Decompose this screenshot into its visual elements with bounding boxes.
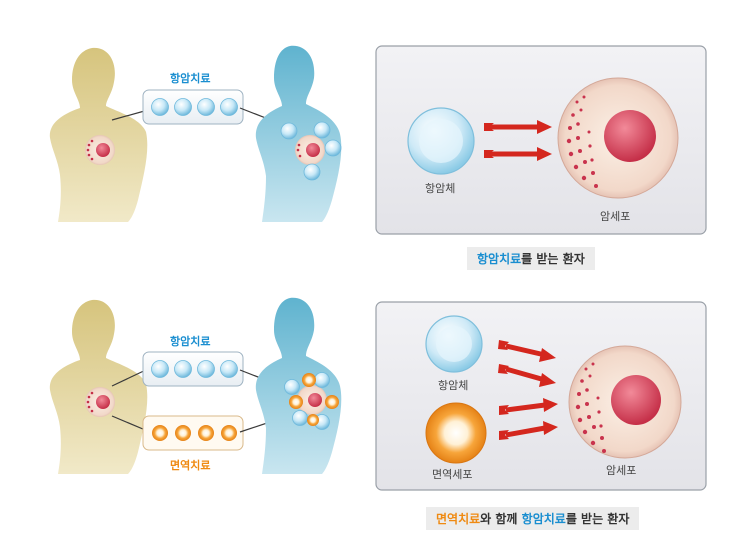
cancer-cell-label-2: 암세포: [606, 464, 637, 477]
immune-label: 면역치료: [170, 459, 211, 472]
patient-silhouette-yellow-2: [49, 299, 148, 474]
antibody-dots-2: [151, 360, 238, 378]
antibody-dots: [151, 98, 238, 116]
patient-silhouette-blue: [255, 45, 342, 222]
tumor-with-antibodies: [280, 121, 342, 181]
cancer-cell: [557, 77, 679, 199]
caption-highlight-immune: 면역치료: [436, 512, 481, 526]
immune-drug-box: [142, 415, 244, 451]
caption-text: 를 받는 환자: [521, 252, 585, 266]
caption-highlight: 항암치료: [477, 252, 522, 266]
cancer-cell-2: [568, 345, 682, 459]
antibody-label-2: 항암체: [438, 379, 469, 392]
caption-highlight-chemo: 항암치료: [521, 512, 566, 526]
antibody-cell-2: [425, 315, 483, 373]
caption-combined-patient: 면역치료와 함께 항암치료를 받는 환자: [426, 507, 640, 530]
antibody-label: 항암체: [425, 182, 456, 195]
chemo-drug-box-2: [142, 351, 244, 387]
attack-arrows: [484, 120, 552, 161]
tumor-with-antibodies-and-immune-cells: [284, 372, 339, 430]
patient-silhouette-yellow: [49, 47, 148, 222]
immune-cell: [425, 402, 487, 464]
chemo-drug-box: [142, 89, 244, 125]
caption-chemo-patient: 항암치료를 받는 환자: [467, 247, 595, 270]
tumor-mark: [85, 135, 115, 165]
immune-cell-label: 면역세포: [432, 468, 473, 481]
caption-middle: 와 함께: [480, 512, 522, 526]
tumor-mark-2: [85, 387, 115, 417]
chemo-label-2: 항암치료: [170, 335, 211, 348]
attack-arrows-2: [498, 340, 558, 440]
cancer-cell-label: 암세포: [600, 210, 631, 223]
antibody-cell: [407, 107, 475, 175]
chemo-label: 항암치료: [170, 72, 211, 85]
caption-text-2: 를 받는 환자: [565, 512, 630, 526]
immune-cell-dots: [152, 425, 237, 441]
